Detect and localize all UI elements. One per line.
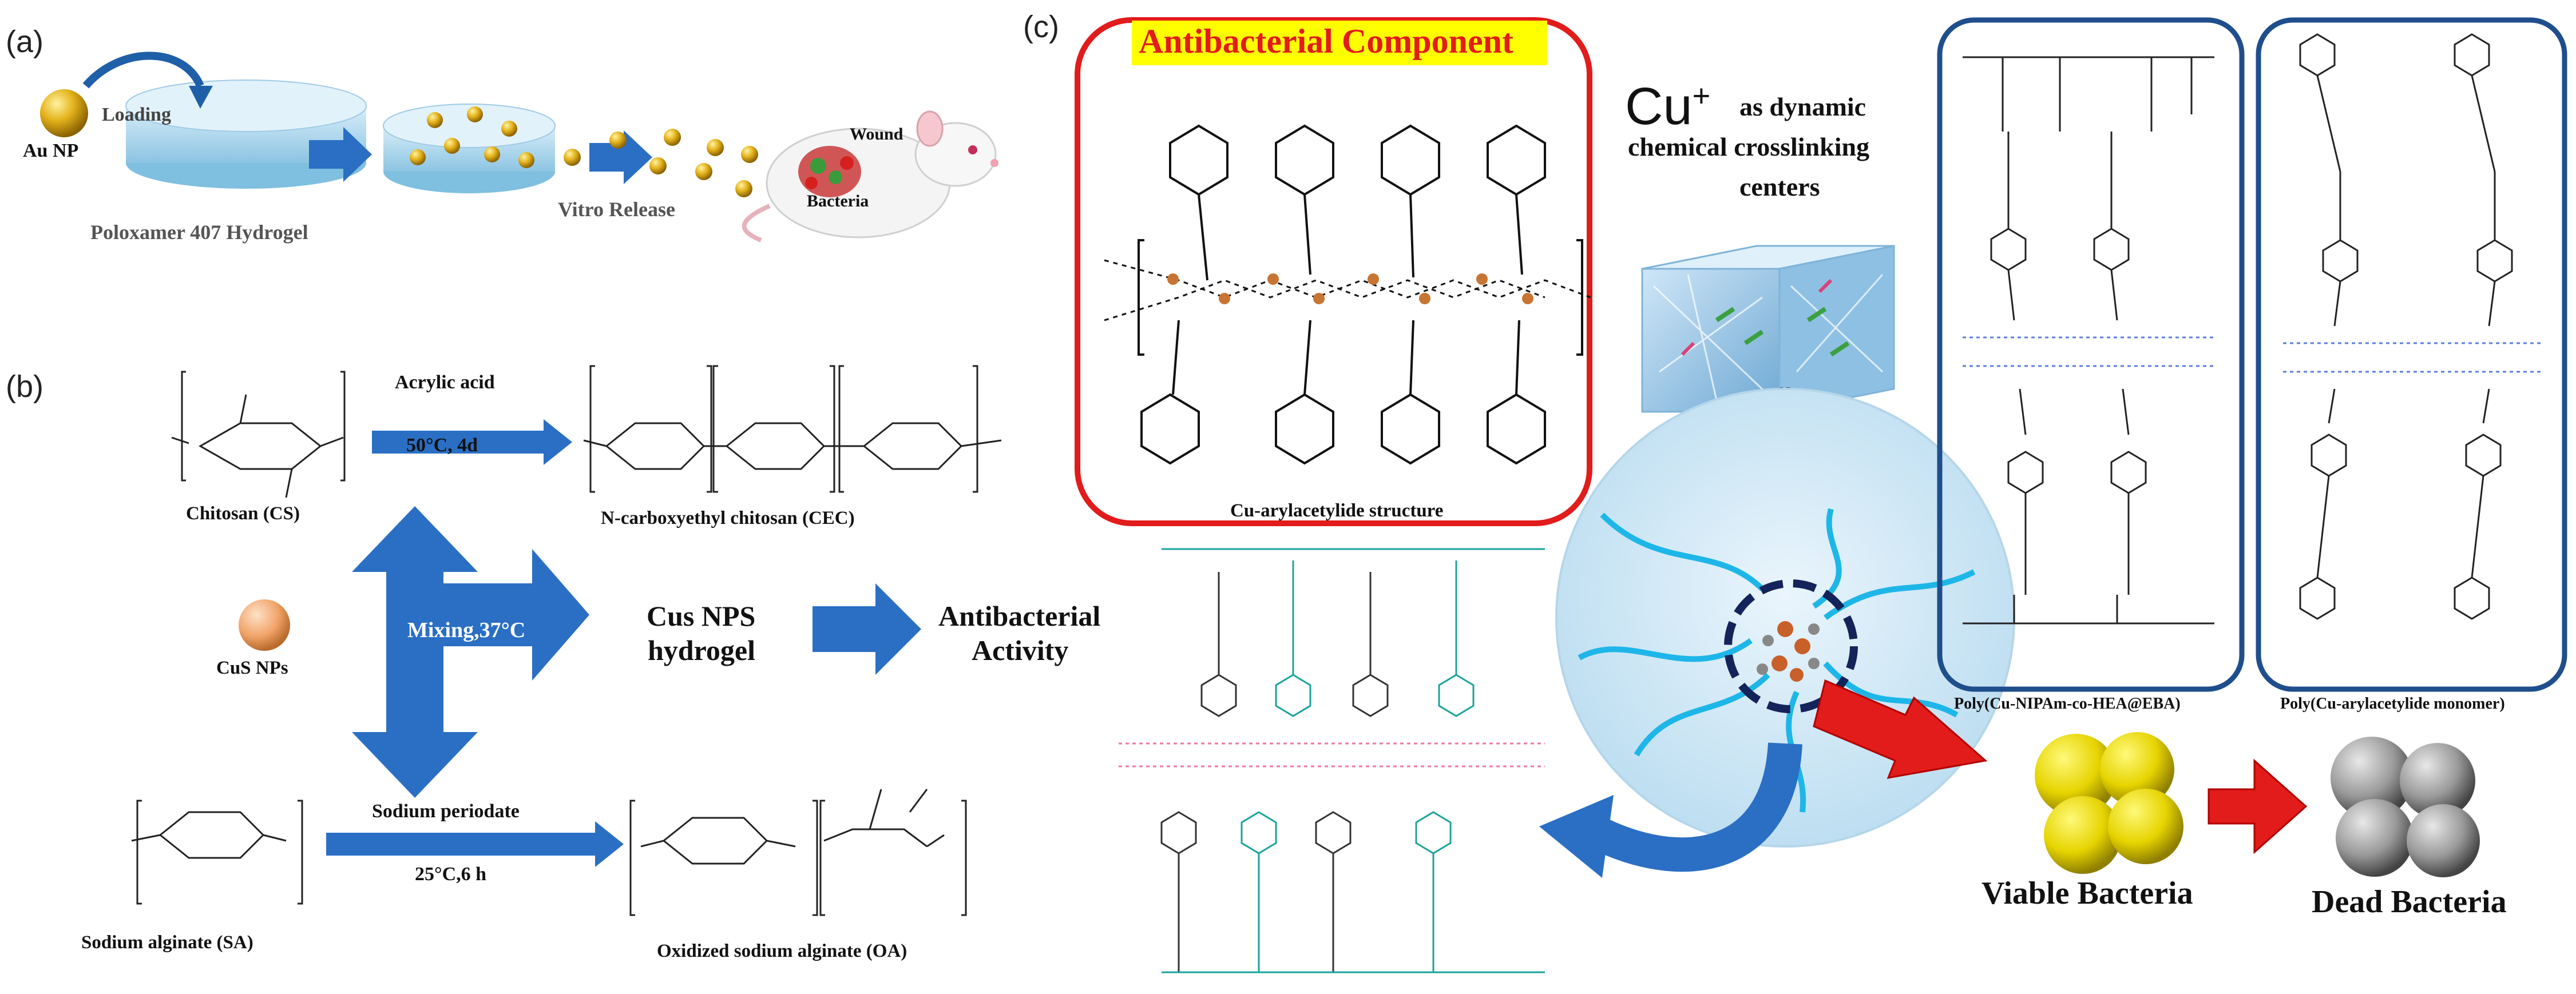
release-label: Vitro Release	[558, 198, 675, 221]
cu-charge: +	[1692, 78, 1711, 113]
cus-nanoparticle	[239, 599, 290, 651]
oa-structure	[640, 789, 945, 865]
loading-arrow	[82, 51, 204, 89]
cu-desc-line1: as dynamic	[1739, 92, 1866, 121]
loaded-nanoparticles	[410, 106, 534, 168]
wound-label: Wound	[850, 125, 903, 144]
periodate-label: Sodium periodate	[372, 801, 520, 822]
cu-plus-label: Cu+	[1625, 80, 1710, 133]
dead-bacteria-cluster	[2331, 737, 2480, 877]
crosslink-cluster	[1757, 621, 1820, 682]
cus-hydrogel-line1: Cus NPS	[647, 600, 756, 632]
condition-1-label: 50°C, 4d	[406, 435, 478, 456]
loaded-disc-top	[383, 104, 556, 148]
sa-label: Sodium alginate (SA)	[81, 932, 253, 953]
poly2-label: Poly(Cu-arylacetylide monomer)	[2280, 695, 2505, 713]
poly1-structure	[1963, 56, 2214, 625]
cu-arylacetylide-structure	[1104, 124, 1591, 465]
crosslinked-polymer-structure	[1119, 548, 1545, 973]
au-np-label: Au NP	[23, 140, 79, 161]
loading-label: Loading	[102, 104, 171, 125]
chitosan-label: Chitosan (CS)	[186, 503, 300, 524]
hydrogel-label: Poloxamer 407 Hydrogel	[90, 221, 308, 244]
bacteria-label: Bacteria	[807, 192, 869, 210]
cus-hydrogel-line2: hydrogel	[648, 634, 755, 666]
panel-b-graphics	[131, 365, 1002, 916]
arrow-to-viable	[1813, 679, 1988, 779]
au-nanoparticle	[40, 89, 88, 137]
antibacterial-frame	[1075, 17, 1592, 526]
alkyne-top	[1198, 194, 1523, 281]
component-title-bg	[1132, 21, 1547, 65]
poly1-frame	[1937, 17, 2245, 692]
component-title: Antibacterial Component	[1139, 22, 1513, 60]
panel-label-c: (c)	[1023, 10, 1059, 44]
return-arrow	[1595, 742, 1802, 872]
mixing-label: Mixing,37°C	[407, 618, 526, 642]
cu-symbol: Cu	[1625, 77, 1693, 136]
hydrogel-disc-top	[125, 79, 367, 132]
antibacterial-activity-line2: Activity	[972, 634, 1069, 666]
oa-label: Oxidized sodium alginate (OA)	[657, 941, 907, 961]
polymer-brackets	[1138, 239, 1583, 356]
poly1-label: Poly(Cu-NIPAm-co-HEA@EBA)	[1954, 695, 2181, 713]
arrow-to-dead	[2208, 758, 2308, 854]
cus-nps-label: CuS NPs	[216, 658, 288, 678]
mixing-cross-arrow	[352, 506, 589, 798]
dead-bacteria-label: Dead Bacteria	[2312, 884, 2507, 920]
viable-bacteria-cluster	[2035, 732, 2183, 874]
cu-dotted-bonds	[1104, 259, 1591, 321]
condition-2-label: 25°C,6 h	[415, 864, 487, 885]
arrow-hydrogel	[813, 583, 921, 675]
hydrogel-cube	[1641, 245, 1895, 419]
panel-a-graphics	[40, 51, 998, 242]
aryl-bottom-rings	[1140, 393, 1546, 465]
panel-label-a: (a)	[6, 25, 43, 59]
antibacterial-activity-line1: Antibacterial	[938, 600, 1101, 632]
cu-atoms	[1167, 273, 1533, 304]
alkyne-bottom	[1172, 320, 1520, 395]
aryl-caption: Cu-arylacetylide structure	[1230, 500, 1444, 521]
cec-structure	[583, 422, 1002, 470]
arrow-a2	[589, 130, 652, 184]
acrylic-acid-label: Acrylic acid	[395, 372, 495, 393]
alginate-structure	[131, 811, 287, 859]
rat-illustration	[742, 110, 998, 242]
poly2-structure	[2283, 33, 2541, 620]
crosslink-center-ring	[1724, 579, 1858, 713]
arrow-acrylic	[372, 419, 572, 465]
cec-label: N-carboxyethyl chitosan (CEC)	[601, 508, 855, 528]
arrow-periodate	[326, 821, 624, 867]
released-nanoparticles	[564, 129, 758, 197]
viable-bacteria-label: Viable Bacteria	[1981, 876, 2193, 911]
chitosan-structure	[171, 394, 344, 498]
panel-b-arrows	[326, 419, 921, 867]
panel-label-b: (b)	[6, 369, 43, 404]
cu-desc-line2: chemical crosslinking	[1628, 132, 1870, 161]
poly2-frame	[2256, 17, 2567, 692]
cu-desc-line3: centers	[1739, 172, 1820, 201]
arrow-a1	[309, 127, 372, 182]
